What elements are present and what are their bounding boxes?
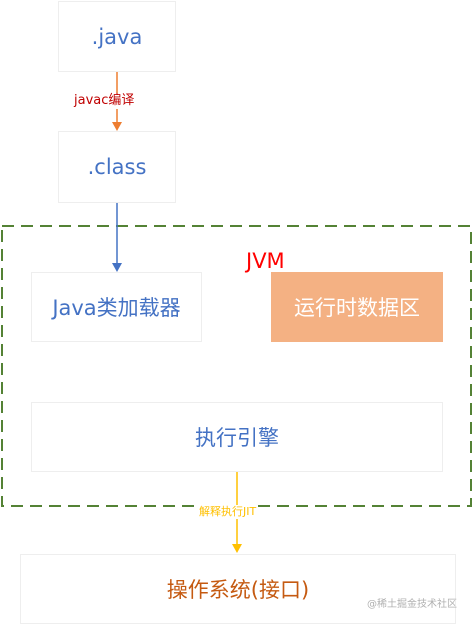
execution-engine-label: 执行引擎	[195, 426, 279, 450]
runtime-data-area-node: 运行时数据区	[271, 272, 443, 342]
os-interface-node: 操作系统(接口)	[20, 554, 456, 624]
watermark: @稀土掘金技术社区	[367, 599, 457, 611]
jvm-group-border	[1, 225, 472, 507]
javac-edge-label: javac编译	[74, 93, 135, 109]
java-source-label: .java	[91, 24, 143, 49]
class-file-node: .class	[58, 131, 176, 203]
javac-edge-text: javac编译	[74, 93, 135, 108]
jvm-group-label: JVM	[246, 249, 285, 273]
runtime-data-area-label: 运行时数据区	[294, 296, 420, 320]
java-source-node: .java	[58, 1, 176, 72]
arrow-class-to-classloader	[112, 203, 122, 272]
jit-edge-label: 解释执行JIT	[199, 505, 257, 519]
os-interface-label: 操作系统(接口)	[166, 578, 310, 602]
watermark-text: @稀土掘金技术社区	[367, 599, 457, 610]
jvm-group-text: JVM	[246, 249, 285, 273]
classloader-node: Java类加载器	[31, 272, 202, 342]
execution-engine-node: 执行引擎	[31, 402, 443, 472]
class-file-label: .class	[87, 155, 147, 179]
jit-edge-text: 解释执行JIT	[199, 505, 257, 518]
classloader-label: Java类加载器	[52, 296, 181, 320]
